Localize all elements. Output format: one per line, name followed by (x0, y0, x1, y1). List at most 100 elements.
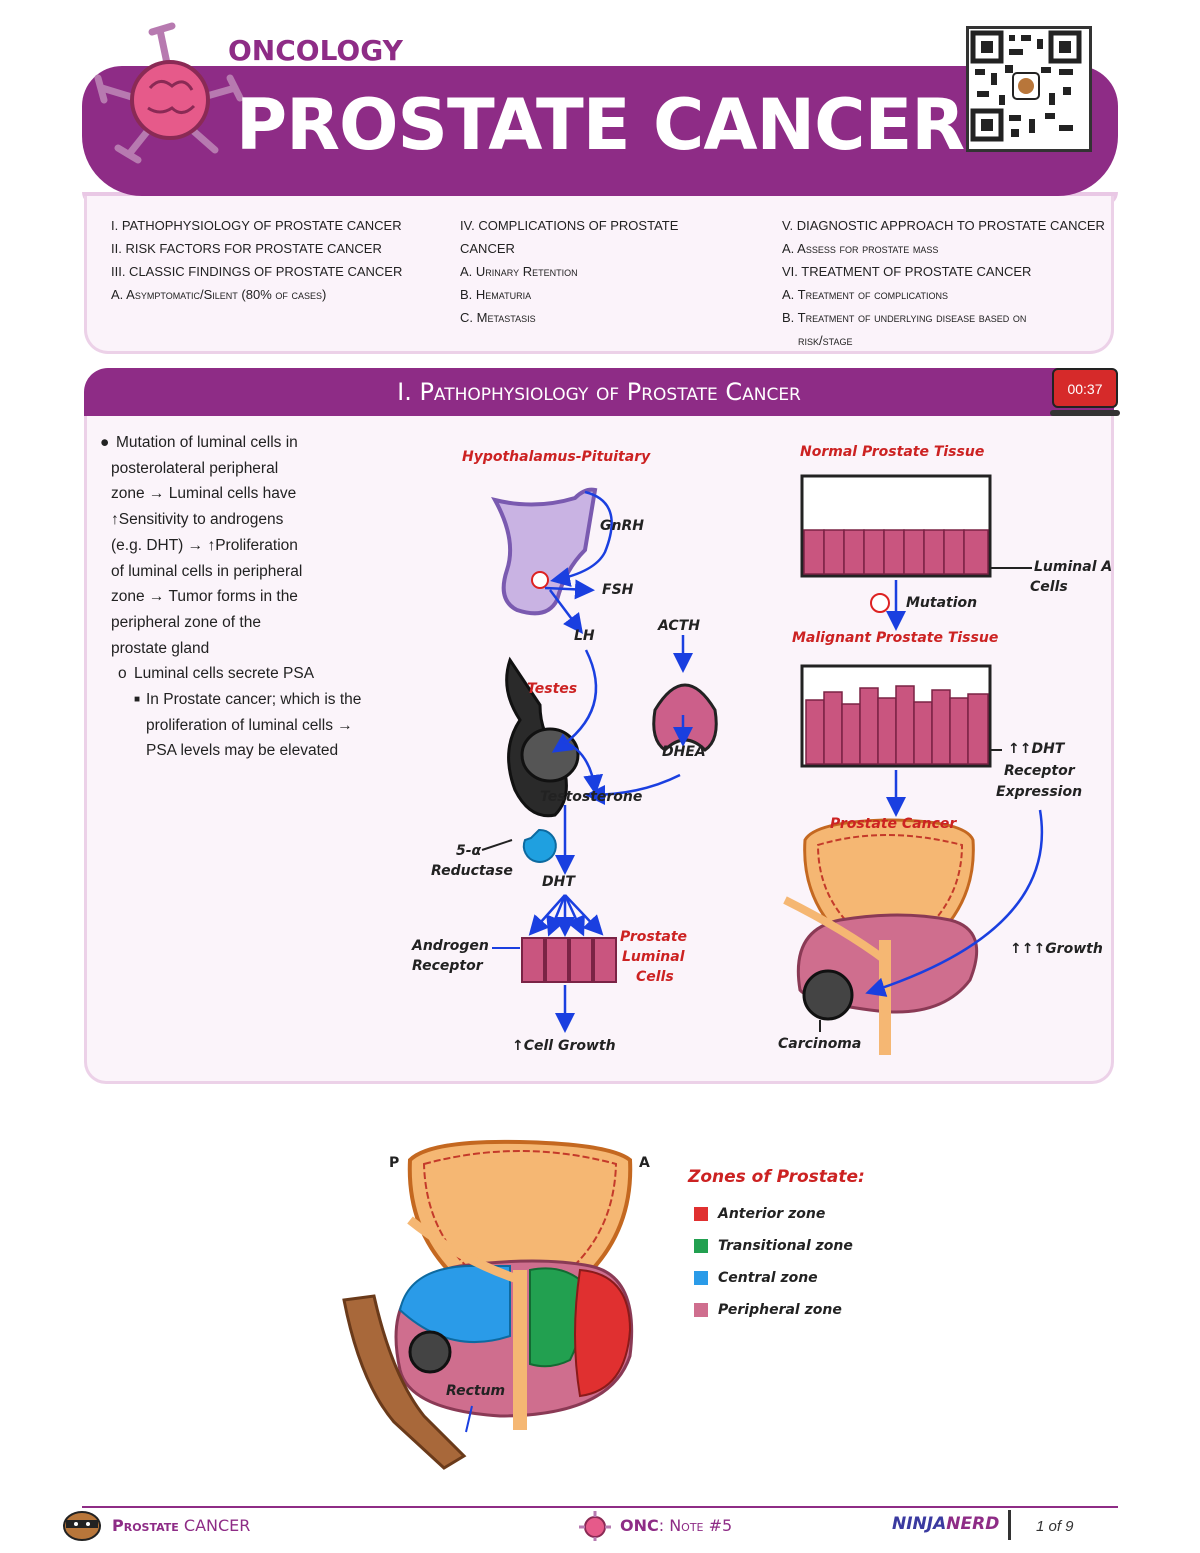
footer-title: Prostate CANCER (112, 1516, 250, 1535)
legend-label: Peripheral zone (718, 1302, 842, 1318)
sub-bullet-icon: o (118, 665, 127, 683)
label-luminal-a: Luminal A (1034, 559, 1113, 575)
bullet-line: peripheral zone of the (111, 613, 261, 631)
toc-item[interactable]: A. Assess for prostate mass (782, 241, 939, 256)
label-dht: DHT (542, 874, 575, 890)
stimulation-icon (531, 571, 549, 589)
rectum-icon (342, 1294, 467, 1470)
legend-label: Transitional zone (718, 1238, 853, 1254)
toc-box (84, 196, 1114, 354)
toc-item[interactable]: B. Hematuria (460, 287, 532, 302)
cancer-cell-icon (94, 22, 244, 164)
bullet-line: prostate gland (111, 639, 210, 657)
legend-item-central: Central zone (694, 1262, 853, 1294)
label-dht-increase: ↑↑DHT (1008, 741, 1065, 757)
label-dhea: DHEA (662, 744, 706, 760)
legend-swatch (694, 1207, 708, 1221)
label-luminal-cells: Cells (1030, 579, 1068, 595)
brand-a: NINJA (892, 1514, 947, 1534)
sub-sub-bullet-icon: ■ (134, 694, 141, 706)
cancer-cell-small-icon (579, 1511, 611, 1541)
toc-item[interactable]: CANCER (460, 241, 515, 256)
label-acth: ACTH (658, 618, 700, 634)
sub-bullet: Luminal cells secrete PSA (134, 665, 315, 683)
label-growth: ↑↑↑Growth (1010, 941, 1103, 957)
legend-label: Central zone (718, 1270, 818, 1286)
toc-item[interactable]: I. PATHOPHYSIOLOGY OF PROSTATE CANCER (111, 218, 402, 233)
legend-swatch (694, 1239, 708, 1253)
footer-note-b: : Note #5 (658, 1516, 733, 1535)
footer-note: ONC: Note #5 (620, 1516, 732, 1535)
bullet-line: Mutation of luminal cells in (116, 434, 298, 451)
toc-item[interactable]: A. Treatment of complications (782, 287, 948, 302)
tissue-diagram (783, 474, 1044, 1055)
toc-item[interactable]: IV. COMPLICATIONS OF PROSTATE (460, 218, 679, 233)
reductase-enzyme-icon (522, 828, 557, 863)
video-timer[interactable]: 00:37 (1052, 368, 1118, 408)
toc-item[interactable]: VI. TREATMENT OF PROSTATE CANCER (782, 264, 1032, 279)
label-normal-tissue: Normal Prostate Tissue (800, 444, 985, 460)
legend-item-transitional: Transitional zone (694, 1230, 853, 1262)
toc-item[interactable]: A. Urinary Retention (460, 264, 578, 279)
label-malignant-tissue: Malignant Prostate Tissue (792, 630, 999, 646)
toc-column-3: V. DIAGNOSTIC APPROACH TO PROSTATE CANCE… (782, 214, 1105, 352)
toc-item[interactable]: A. Asymptomatic/Silent (80% of cases) (111, 287, 327, 302)
video-progress-bar[interactable] (1050, 410, 1120, 416)
section-header (84, 368, 1114, 416)
footer-title-a: Prostate (112, 1516, 179, 1535)
bullet-list: ● Mutation of luminal cells in posterola… (100, 430, 390, 764)
brand-b: NERD (946, 1514, 1000, 1534)
mutation-icon (870, 593, 890, 613)
section-title: I. Pathophysiology of Prostate Cancer (397, 378, 801, 406)
bullet-line: In Prostate cancer; which is the (146, 691, 362, 709)
pituitary-gland (491, 487, 598, 616)
toc-item[interactable]: risk/stage (798, 333, 853, 348)
bullet-line: (e.g. DHT) → ↑Proliferation (111, 536, 298, 554)
anterior-zone (574, 1268, 632, 1398)
label-receptor: Receptor (412, 958, 483, 974)
label-lh: LH (574, 628, 595, 644)
carcinoma-icon (802, 969, 854, 1021)
label-prostate-cancer: Prostate Cancer (830, 816, 957, 832)
label-cell-growth: ↑Cell Growth (512, 1038, 616, 1054)
bullet-icon: ● (100, 434, 110, 451)
label-luminal: Luminal (622, 949, 685, 965)
label-testosterone: Testosterone (540, 789, 643, 805)
bullet-line: ↑Sensitivity to androgens (111, 511, 284, 529)
hpg-axis-diagram (481, 487, 718, 1033)
label-gnrh: GnRH (600, 518, 644, 534)
footer-separator (1008, 1510, 1011, 1540)
qr-code[interactable] (966, 26, 1092, 152)
toc-column-1: I. PATHOPHYSIOLOGY OF PROSTATE CANCER II… (111, 214, 402, 306)
toc-item[interactable]: V. DIAGNOSTIC APPROACH TO PROSTATE CANCE… (782, 218, 1105, 233)
page-number: 1 of 9 (1036, 1518, 1074, 1535)
label-rectum: Rectum (446, 1383, 506, 1399)
bullet-line: posterolateral peripheral (111, 459, 279, 477)
label-dht-receptor: Receptor (1004, 763, 1075, 779)
bullet-line: zone → Tumor forms in the (111, 588, 298, 606)
subject-label: ONCOLOGY (228, 34, 403, 67)
toc-item[interactable]: III. CLASSIC FINDINGS OF PROSTATE CANCER (111, 264, 403, 279)
label-dht-expression: Expression (996, 784, 1083, 800)
page-title: PROSTATE CANCER (235, 84, 965, 166)
legend-swatch (694, 1303, 708, 1317)
label-posterior: P (389, 1155, 400, 1171)
zones-legend-title: Zones of Prostate: (688, 1167, 865, 1187)
legend-swatch (694, 1271, 708, 1285)
label-5-alpha: 5-α (456, 843, 482, 859)
label-cells: Cells (636, 969, 674, 985)
toc-item[interactable]: C. Metastasis (460, 310, 536, 325)
ninja-logo-icon (63, 1511, 101, 1541)
legend-item-peripheral: Peripheral zone (694, 1294, 853, 1326)
bullet-line: of luminal cells in peripheral (111, 562, 303, 580)
prostate-zones-diagram (342, 1139, 634, 1470)
label-carcinoma: Carcinoma (778, 1036, 862, 1052)
brand-logo: NINJANERD (892, 1514, 999, 1534)
toc-item[interactable]: II. RISK FACTORS FOR PROSTATE CANCER (111, 241, 382, 256)
toc-column-2: IV. COMPLICATIONS OF PROSTATE CANCER A. … (460, 214, 678, 329)
adrenal-gland-icon (652, 683, 718, 752)
footer-divider (82, 1506, 1118, 1508)
label-fsh: FSH (602, 582, 634, 598)
toc-item[interactable]: B. Treatment of underlying disease based… (782, 310, 1027, 325)
label-androgen: Androgen (412, 938, 489, 954)
